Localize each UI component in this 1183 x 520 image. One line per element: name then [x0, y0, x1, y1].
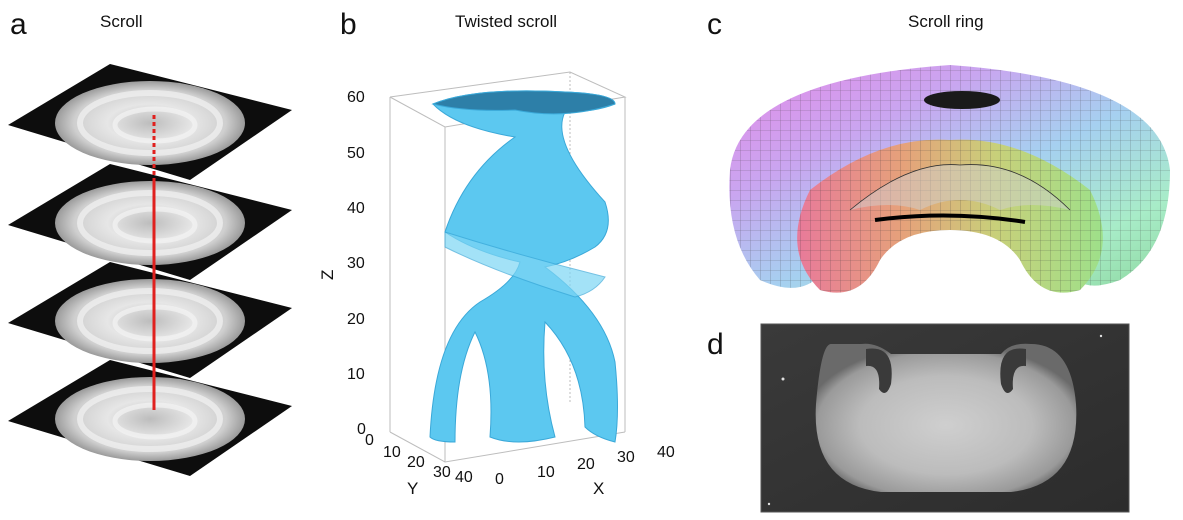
ring-body: [815, 343, 1077, 492]
x-tick: 30: [617, 449, 635, 466]
x-axis: 0 10 20 30 40 X: [495, 444, 675, 498]
ring-inner-curl-left: [866, 348, 892, 393]
panel-a-title: Scroll: [100, 12, 143, 31]
z-tick: 40: [347, 200, 365, 217]
torus-surface: [729, 65, 1170, 293]
z-tick: 10: [347, 366, 365, 383]
z-axis-label: Z: [318, 270, 337, 280]
twisted-scroll-surface: [429, 90, 618, 443]
y-axis: 0 10 20 30 40 Y: [365, 432, 473, 498]
slice-layer-2: [8, 164, 292, 280]
x-tick: 20: [577, 456, 595, 473]
x-axis-label: X: [593, 479, 604, 498]
filament-ring: [874, 213, 1026, 224]
y-tick: 20: [407, 454, 425, 471]
y-tick: 0: [365, 432, 374, 449]
z-tick: 20: [347, 311, 365, 328]
z-axis: 60 50 40 30 20 10 0 Z: [318, 89, 366, 438]
panel-d-letter: d: [707, 328, 724, 361]
z-tick: 30: [347, 255, 365, 272]
slice-layer-1: [8, 64, 292, 180]
slice-layer-4: [8, 360, 292, 476]
y-tick: 40: [455, 469, 473, 486]
x-tick: 40: [657, 444, 675, 461]
panel-c-letter: c: [707, 8, 722, 41]
x-tick: 10: [537, 464, 555, 481]
torus-inner-hole: [924, 91, 1000, 109]
y-axis-label: Y: [407, 479, 418, 498]
panel-c-title: Scroll ring: [908, 12, 984, 31]
x-tick: 0: [495, 471, 504, 488]
slice-layer-3: [8, 262, 292, 378]
y-tick: 30: [433, 464, 451, 481]
panel-b-letter: b: [340, 8, 357, 41]
y-tick: 10: [383, 444, 401, 461]
panel-b-title: Twisted scroll: [455, 12, 558, 31]
z-tick: 0: [357, 421, 366, 438]
scroll-slices-figure: [8, 64, 292, 476]
ring-inner-curl-right: [1000, 348, 1026, 393]
z-tick: 50: [347, 145, 365, 162]
experimental-scroll-ring-image: [760, 323, 1130, 513]
z-tick: 60: [347, 89, 365, 106]
scroll-ring-figure: [729, 65, 1170, 293]
twisted-scroll-plot: 60 50 40 30 20 10 0 Z 0 10 20 30 40 Y 0 …: [318, 71, 675, 498]
panel-a-letter: a: [10, 8, 27, 41]
